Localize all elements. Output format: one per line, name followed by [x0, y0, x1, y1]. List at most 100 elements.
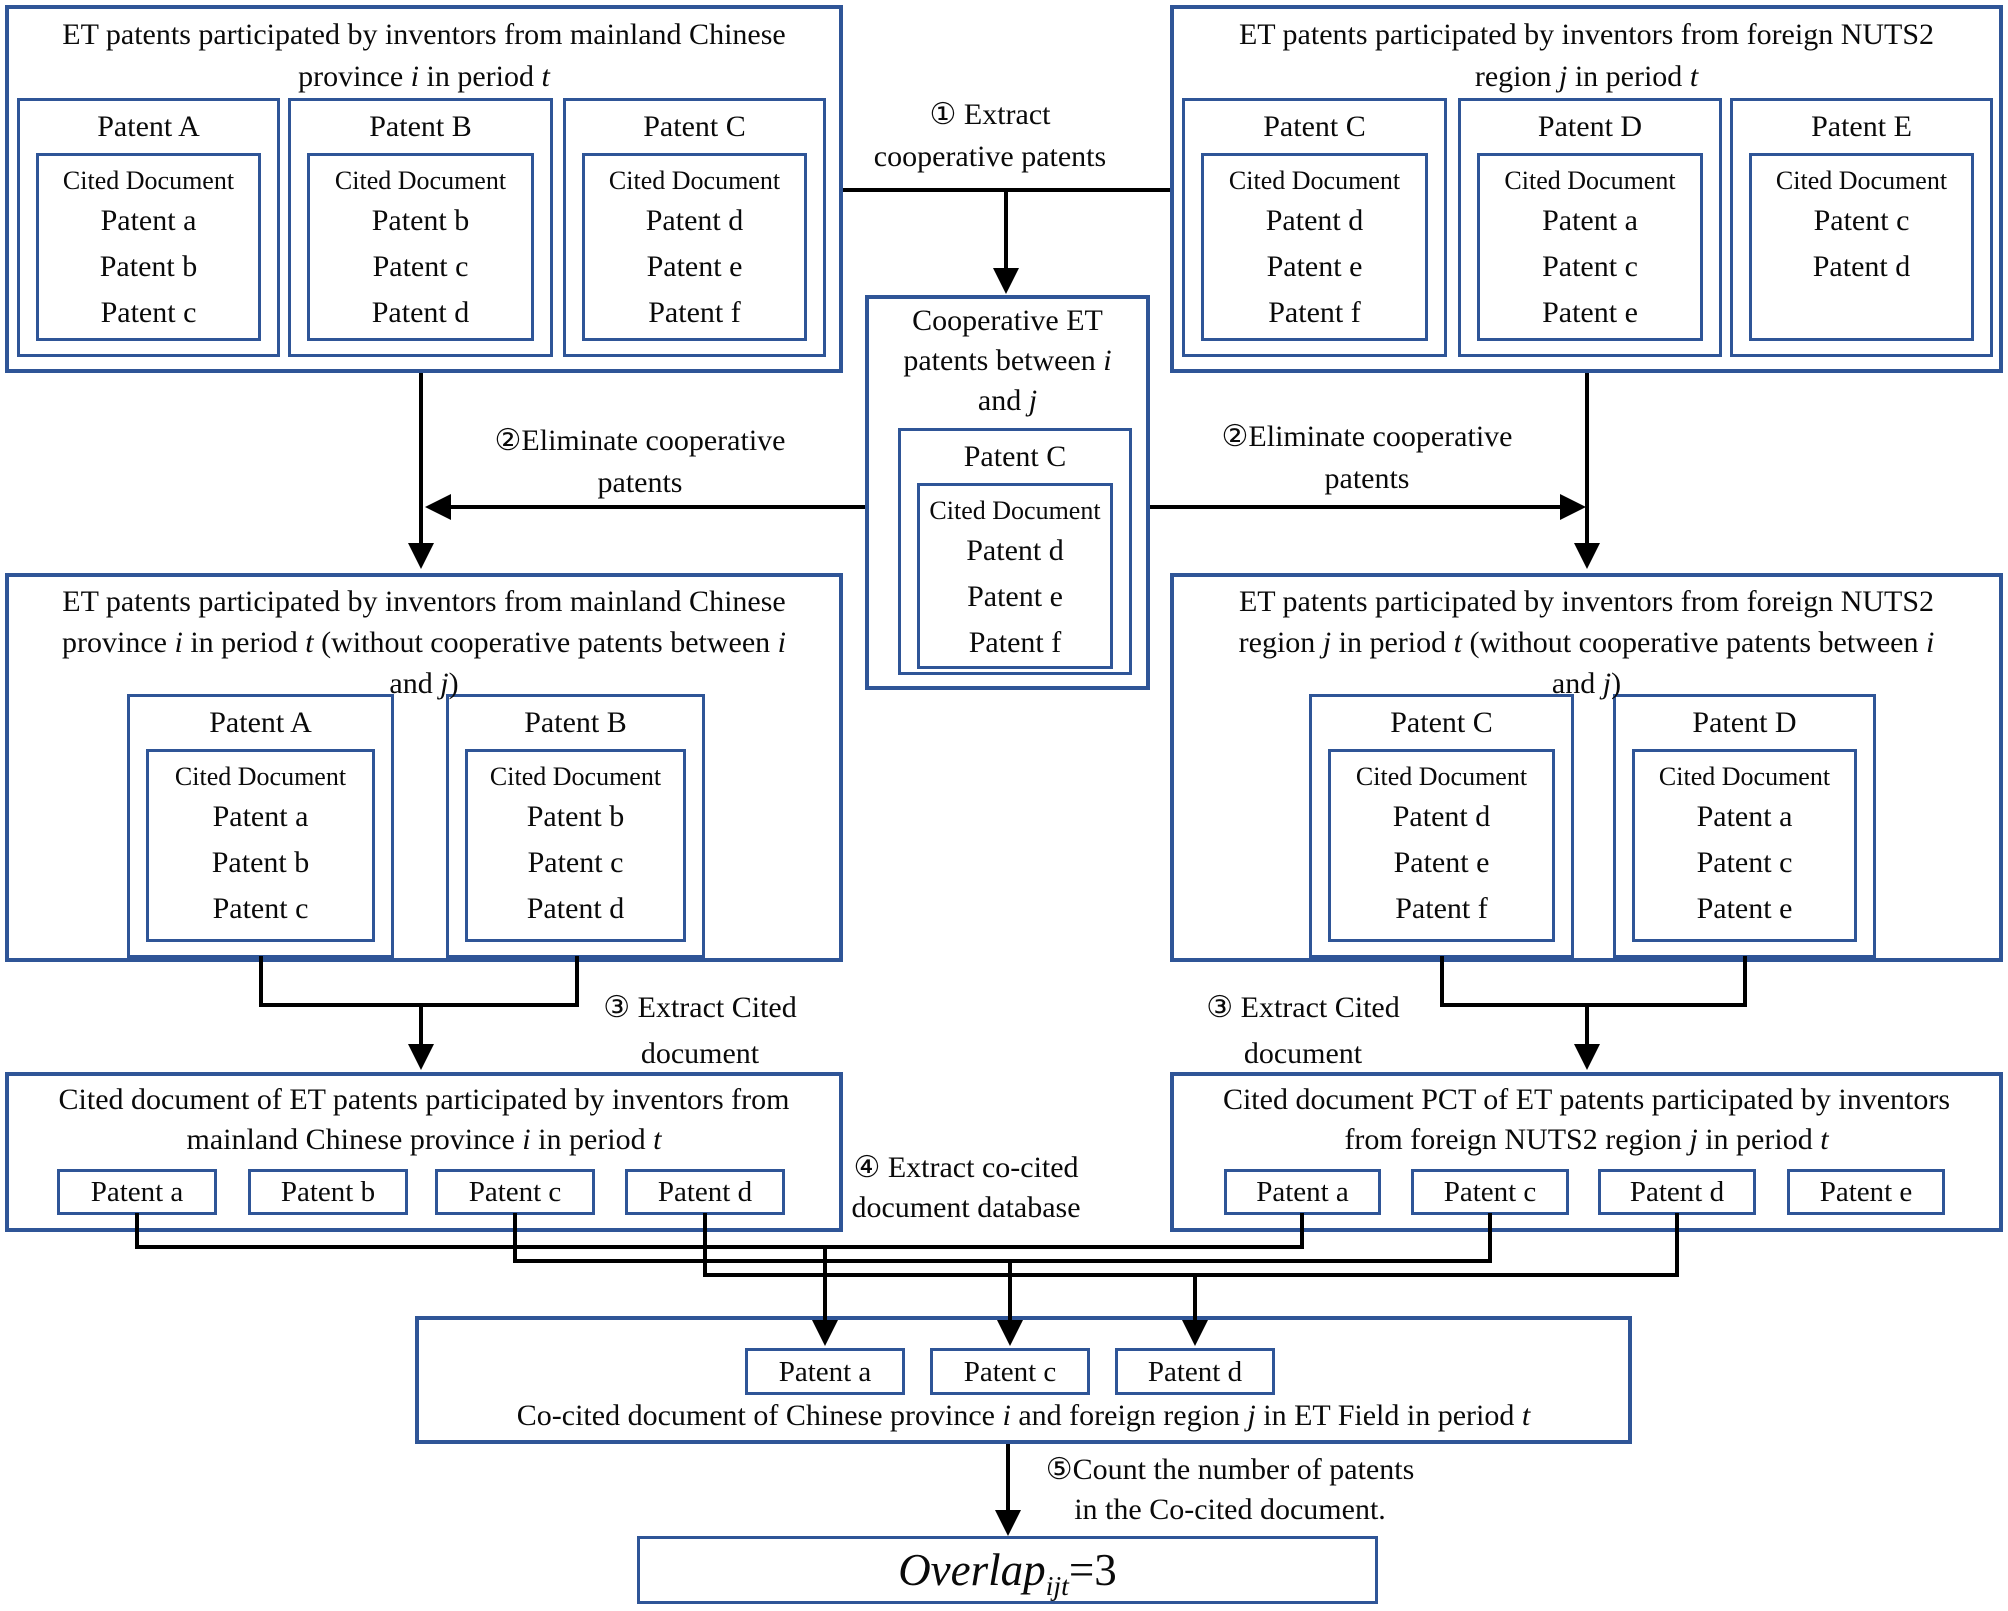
- cocited-patent-box: Patent c: [930, 1348, 1090, 1395]
- patent-name: Patent A: [97, 110, 200, 143]
- connector-step3l-stub-b: [575, 956, 579, 1007]
- patent-name: Patent D: [1537, 110, 1643, 143]
- cited-patent-box: Patent a: [57, 1169, 217, 1215]
- cited-document-title: Cited Document: [489, 762, 662, 791]
- arrowhead-step2l-down: [408, 543, 434, 569]
- bus-line-patent-c: [513, 1259, 1492, 1263]
- cited-patent-box: Patent e: [1787, 1169, 1945, 1215]
- cocited-patent-box: Patent d: [1115, 1348, 1275, 1395]
- overlap-result-box: Overlapijt=3: [637, 1536, 1378, 1604]
- patent-name: Patent C: [963, 440, 1067, 473]
- connector-step3r-horizontal: [1440, 1003, 1747, 1007]
- patent-name: Patent A: [209, 706, 312, 739]
- cited-document-title: Cited Document: [334, 166, 507, 195]
- cited-document-title: Cited Document: [929, 496, 1101, 525]
- bus-stub-right-c: [1488, 1213, 1492, 1263]
- cocited-patent-box: Patent a: [745, 1348, 905, 1395]
- title-cited-doc-chinese: Cited document of ET patents participate…: [58, 1083, 790, 1156]
- title-et-patents-foreign: ET patents participated by inventors fro…: [1238, 18, 1935, 93]
- cited-document-title: Cited Document: [1658, 762, 1831, 791]
- patent-name: Patent C: [643, 110, 746, 143]
- title-et-foreign-without-coop: ET patents participated by inventors fro…: [1238, 585, 1935, 700]
- arrowhead-drop-a: [812, 1320, 838, 1346]
- bus-line-patent-a: [135, 1245, 1304, 1249]
- cited-document-title: Cited Document: [1775, 166, 1948, 195]
- arrowhead-step2r-down: [1574, 543, 1600, 569]
- patent-name: Patent B: [369, 110, 472, 143]
- drop-line-patent-d: [1193, 1273, 1197, 1322]
- patent-name: Patent C: [1263, 110, 1366, 143]
- connector-step5-vertical: [1006, 1444, 1010, 1512]
- cited-document-title: Cited Document: [1504, 166, 1676, 195]
- arrowhead-drop-d: [1182, 1320, 1208, 1346]
- title-cited-doc-foreign: Cited document PCT of ET patents partici…: [1222, 1083, 1951, 1156]
- bus-stub-left-a: [135, 1213, 139, 1249]
- patent-name: Patent D: [1692, 706, 1797, 739]
- connector-step3l-stub-a: [259, 956, 263, 1007]
- connector-step2l-vertical: [419, 373, 423, 545]
- title-et-chinese-without-coop: ET patents participated by inventors fro…: [62, 585, 786, 700]
- patent-name: Patent E: [1811, 110, 1912, 143]
- connector-step1-vertical: [1004, 190, 1008, 270]
- drop-line-patent-a: [823, 1245, 827, 1322]
- arrowhead-step5-down: [995, 1510, 1021, 1536]
- cited-document-title: Cited Document: [1355, 762, 1528, 791]
- bus-stub-left-c: [513, 1213, 517, 1263]
- drop-line-patent-c: [1008, 1259, 1012, 1322]
- connector-step2r-vertical: [1585, 373, 1589, 545]
- bus-stub-right-a: [1300, 1213, 1304, 1249]
- connector-step3r-stub-c: [1440, 956, 1444, 1007]
- cited-document-title: Cited Document: [608, 166, 781, 195]
- cited-patent-box: Patent b: [248, 1169, 408, 1215]
- cited-patent-box: Patent d: [1598, 1169, 1756, 1215]
- arrowhead-step3r-down: [1574, 1044, 1600, 1070]
- cited-patent-box: Patent c: [435, 1169, 595, 1215]
- box-cocited-document: [415, 1316, 1632, 1444]
- arrowhead-step3l-down: [408, 1044, 434, 1070]
- cited-patent-box: Patent a: [1224, 1169, 1381, 1215]
- cocited-caption: Co-cited document of Chinese province i …: [516, 1399, 1531, 1432]
- cited-patent-box: Patent d: [625, 1169, 785, 1215]
- patent-name: Patent C: [1390, 706, 1493, 739]
- bus-stub-right-d: [1675, 1213, 1679, 1277]
- arrowhead-step2l-left: [425, 494, 451, 520]
- connector-step3r-stub-d: [1743, 956, 1747, 1007]
- connector-step3r-vertical: [1585, 1005, 1589, 1047]
- patent-name: Patent B: [524, 706, 627, 739]
- cited-document-title: Cited Document: [1228, 166, 1401, 195]
